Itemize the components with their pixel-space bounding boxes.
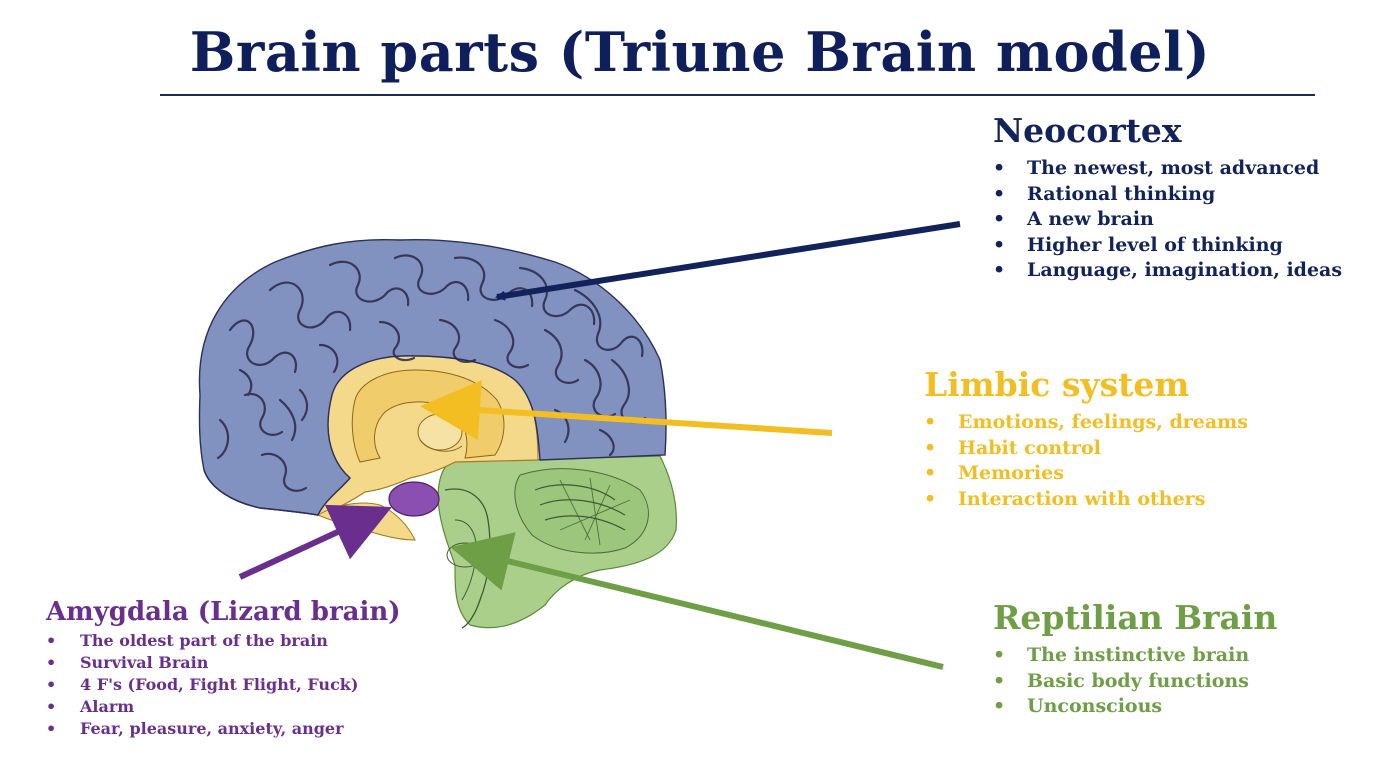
reptilian-panel: Reptilian Brain • The instinctive brain •…	[993, 598, 1277, 720]
list-item-text: Basic body functions	[1027, 669, 1249, 692]
list-item: • Rational thinking	[993, 182, 1342, 208]
reptilian-region	[437, 455, 677, 629]
list-item-text: Fear, pleasure, anxiety, anger	[80, 719, 344, 738]
bullet: •	[46, 719, 57, 738]
neocortex-list: • The newest, most advanced • Rational thi…	[993, 156, 1342, 284]
list-item-text: Habit control	[958, 436, 1101, 459]
bullet: •	[993, 157, 1006, 179]
list-item: • Language, imagination, ideas	[993, 258, 1342, 284]
list-item: • A new brain	[993, 207, 1342, 233]
title-divider	[160, 94, 1315, 96]
bullet: •	[46, 675, 57, 694]
list-item-text: 4 F's (Food, Fight Flight, Fuck)	[80, 675, 359, 694]
list-item-text: Rational thinking	[1027, 182, 1216, 205]
bullet: •	[993, 669, 1006, 692]
neocortex-heading: Neocortex	[993, 111, 1182, 150]
bullet: •	[46, 631, 57, 650]
list-item-text: The newest, most advanced	[1027, 157, 1320, 179]
reptilian-heading: Reptilian Brain	[993, 598, 1278, 637]
list-item: • Interaction with others	[924, 487, 1248, 513]
list-item: • Emotions, feelings, dreams	[924, 410, 1248, 436]
reptilian-list: • The instinctive brain • Basic body funct…	[993, 643, 1277, 720]
list-item: • Unconscious	[993, 694, 1277, 720]
bullet: •	[993, 182, 1006, 205]
bullet: •	[993, 208, 1006, 230]
list-item: • Habit control	[924, 436, 1248, 462]
bullet: •	[993, 644, 1006, 666]
bullet: •	[46, 653, 57, 672]
list-item-text: Unconscious	[1027, 695, 1163, 717]
list-item: • Survival Brain	[46, 652, 401, 674]
list-item-text: Emotions, feelings, dreams	[958, 411, 1248, 433]
limbic-heading: Limbic system	[924, 365, 1190, 404]
list-item: • Fear, pleasure, anxiety, anger	[46, 718, 401, 740]
list-item-text: Language, imagination, ideas	[1027, 259, 1343, 281]
limbic-arrow	[420, 380, 833, 441]
page-title: Brain parts (Triune Brain model)	[189, 20, 1211, 84]
list-item: • Alarm	[46, 696, 401, 718]
bullet: •	[924, 436, 937, 459]
list-item: • The oldest part of the brain	[46, 630, 401, 652]
list-item-text: Alarm	[80, 697, 135, 716]
list-item-text: Higher level of thinking	[1027, 233, 1283, 256]
list-item-text: A new brain	[1027, 208, 1154, 230]
amygdala-heading: Amygdala (Lizard brain)	[46, 597, 401, 627]
list-item: • Basic body functions	[993, 669, 1277, 695]
amygdala-arrow	[238, 504, 392, 580]
bullet: •	[993, 259, 1006, 281]
bullet: •	[46, 697, 57, 716]
list-item: • The instinctive brain	[993, 643, 1277, 669]
bullet: •	[993, 233, 1006, 256]
amygdala-panel: Amygdala (Lizard brain) • The oldest part…	[46, 597, 401, 740]
bullet: •	[993, 695, 1006, 717]
list-item-text: The oldest part of the brain	[80, 631, 328, 650]
list-item-text: Memories	[958, 462, 1064, 484]
neocortex-region	[198, 238, 667, 516]
bullet: •	[924, 462, 937, 484]
list-item-text: Interaction with others	[958, 487, 1206, 510]
list-item-text: The instinctive brain	[1027, 644, 1250, 666]
bullet: •	[924, 411, 937, 433]
list-item: • 4 F's (Food, Fight Flight, Fuck)	[46, 674, 401, 696]
list-item: • Higher level of thinking	[993, 233, 1342, 259]
limbic-panel: Limbic system • Emotions, feelings, dream…	[924, 365, 1248, 512]
amygdala-list: • The oldest part of the brain • Survival …	[46, 630, 401, 740]
limbic-list: • Emotions, feelings, dreams • Habit contr…	[924, 410, 1248, 512]
list-item: • Memories	[924, 461, 1248, 487]
list-item-text: Survival Brain	[80, 653, 209, 672]
neocortex-arrow	[495, 221, 961, 301]
bullet: •	[924, 487, 937, 510]
amygdala-region	[388, 481, 440, 517]
reptilian-arrow	[450, 532, 944, 670]
neocortex-panel: Neocortex • The newest, most advanced • Ra…	[993, 111, 1342, 284]
list-item: • The newest, most advanced	[993, 156, 1342, 182]
